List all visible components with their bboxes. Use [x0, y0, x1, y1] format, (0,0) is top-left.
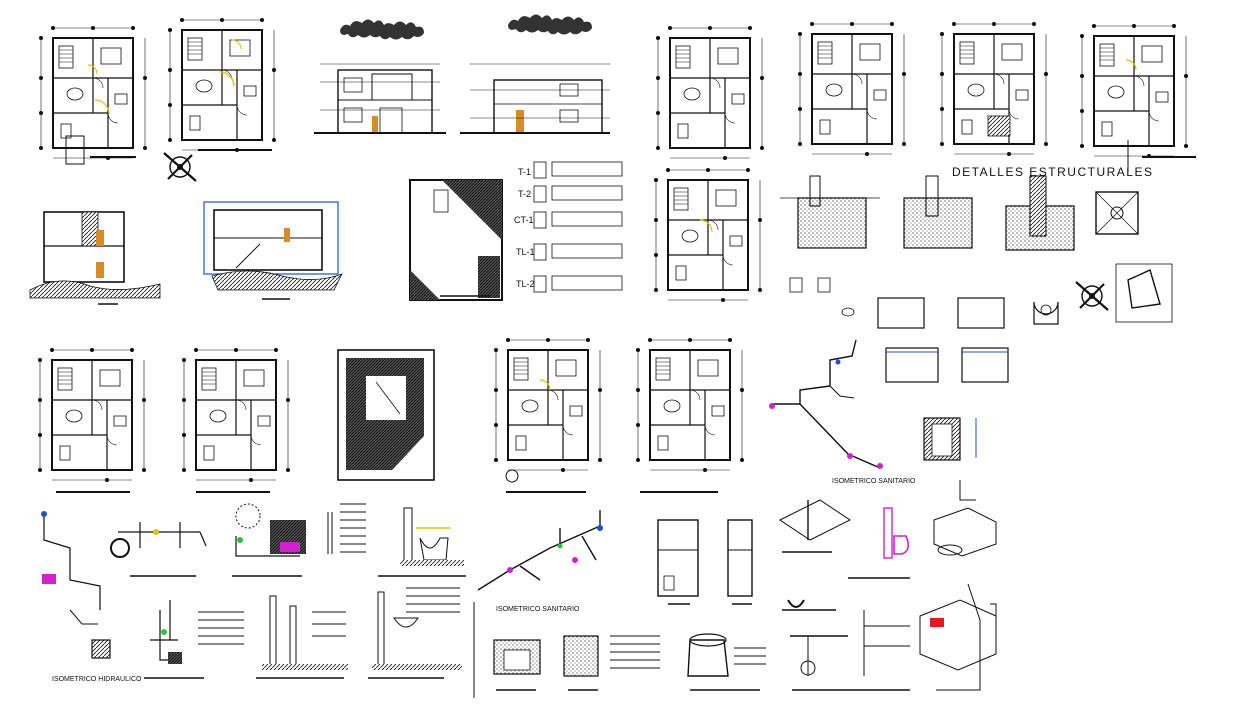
riser-details-lower	[144, 587, 462, 679]
section-tag-ct1: CT-1	[514, 215, 534, 225]
floor-plan-2	[167, 17, 277, 153]
section-tag-t2: T-2	[518, 189, 532, 199]
septic-details-lower	[493, 633, 766, 691]
isometric-sanitary-lower-caption: ISOMETRICO SANITARIO	[496, 606, 580, 613]
front-elevation	[314, 19, 446, 134]
floor-plan-9	[181, 347, 291, 483]
floor-plan-8	[37, 347, 147, 483]
plumbing-details-right	[779, 480, 997, 579]
section-tag-tl2: TL-2	[516, 279, 535, 289]
isometric-hydraulic-caption: ISOMETRICO HIDRAULICO	[52, 676, 142, 683]
isometric-sanitary-upper-caption: ISOMETRICO SANITARIO	[832, 478, 916, 485]
wall-sections-mid	[657, 519, 753, 605]
floor-plan-11	[635, 337, 745, 473]
beam-sections	[533, 161, 623, 293]
floor-plan-10	[493, 337, 603, 473]
structural-details-heading: DETALLES ESTRUCTURALES	[952, 165, 1154, 179]
section-tag-t1: T-1	[518, 167, 532, 177]
hydraulic-details-lower-left	[41, 503, 466, 659]
isometric-sanitary-lower	[477, 510, 603, 591]
isometric-sanitary-upper	[769, 339, 1009, 469]
section-b	[203, 201, 343, 300]
roof-plan-1	[409, 179, 503, 301]
floor-plan-4	[797, 21, 907, 157]
pipe-details-lower-right	[782, 583, 997, 691]
small-details-row	[789, 263, 1173, 329]
floor-plan-7	[653, 167, 763, 303]
floor-plan-1	[38, 25, 148, 161]
floor-plan-6	[1079, 23, 1189, 159]
section-a	[29, 211, 161, 305]
north-compass-1	[162, 151, 198, 183]
roof-plan-2	[337, 349, 435, 481]
floor-plan-3	[655, 25, 765, 161]
structural-details	[780, 175, 1139, 251]
section-tag-tl1: TL-1	[516, 247, 535, 257]
side-elevation	[460, 14, 610, 134]
